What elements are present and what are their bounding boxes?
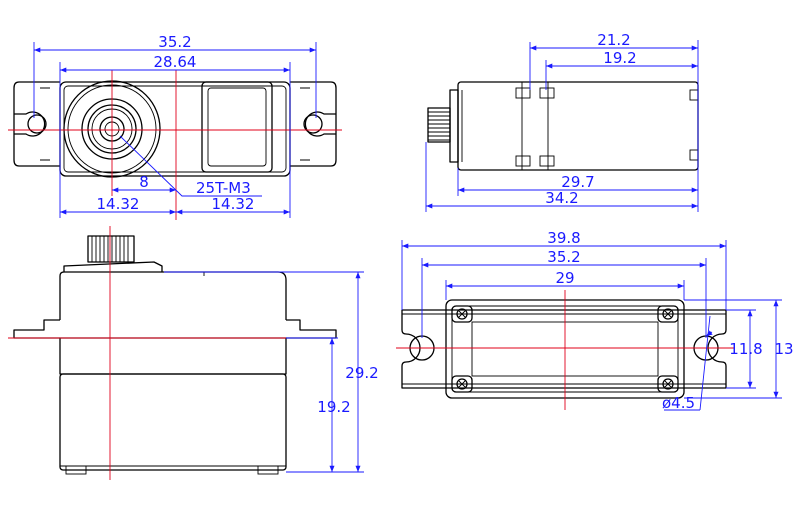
elevation-bottom-case [59, 373, 287, 471]
elevation-gear-cap [63, 261, 163, 272]
label-bottom-case-length: 29 [555, 269, 574, 287]
label-bottom-overall-length: 39.8 [547, 229, 580, 247]
label-bottom-hole-pitch: 35.2 [547, 248, 580, 266]
leader-spline-callout [119, 135, 262, 197]
label-side-19: 19.2 [603, 49, 636, 67]
label-hole-diameter: ø4.5 [662, 394, 695, 412]
label-case-width: 13 [774, 340, 793, 358]
side-view-bottom: 29.2 19.2 [8, 226, 379, 480]
label-ear-width: 11.8 [729, 340, 762, 358]
bottom-screw-bottom-right [657, 375, 679, 393]
bottom-screw-top-left [451, 305, 473, 323]
elevation-right-ear [286, 319, 337, 339]
front-right-mount-hole [303, 114, 323, 134]
label-front-hole-pitch: 28.64 [154, 53, 197, 71]
label-side-21: 21.2 [597, 31, 630, 49]
bottom-screw-bottom-left [451, 375, 473, 393]
front-left-mounting-ear [13, 81, 60, 167]
front-case-body [59, 81, 291, 177]
front-view: 35.2 28.64 8 25T-M3 14.32 14.32 [8, 33, 342, 220]
front-left-mount-hole [27, 114, 47, 134]
bottom-screw-top-right [657, 305, 679, 323]
front-label-window [201, 81, 273, 173]
label-right-half: 14.32 [212, 195, 255, 213]
label-side-34: 34.2 [545, 189, 578, 207]
label-left-half: 14.32 [97, 195, 140, 213]
label-total-height: 29.2 [345, 364, 378, 382]
label-mount-height: 19.2 [317, 398, 350, 416]
side-view-top: 21.2 19.2 29.7 34.2 [425, 31, 699, 212]
elevation-spline [87, 235, 135, 263]
label-spline-offset: 8 [139, 173, 149, 191]
label-front-overall-length: 35.2 [158, 33, 191, 51]
elevation-top-case [59, 271, 287, 320]
label-spline-callout: 25T-M3 [196, 179, 251, 197]
elevation-left-ear [13, 319, 60, 339]
front-right-mounting-ear [290, 81, 337, 167]
elevation-middle-case [59, 337, 287, 375]
front-left-slot [14, 111, 46, 137]
side-case-body [457, 81, 699, 171]
side-flange [449, 89, 459, 163]
front-right-slot [304, 111, 336, 137]
label-side-29: 29.7 [561, 173, 594, 191]
side-spline [427, 107, 451, 143]
bottom-view: 39.8 35.2 29 11.8 13 ø4.5 [396, 229, 794, 412]
